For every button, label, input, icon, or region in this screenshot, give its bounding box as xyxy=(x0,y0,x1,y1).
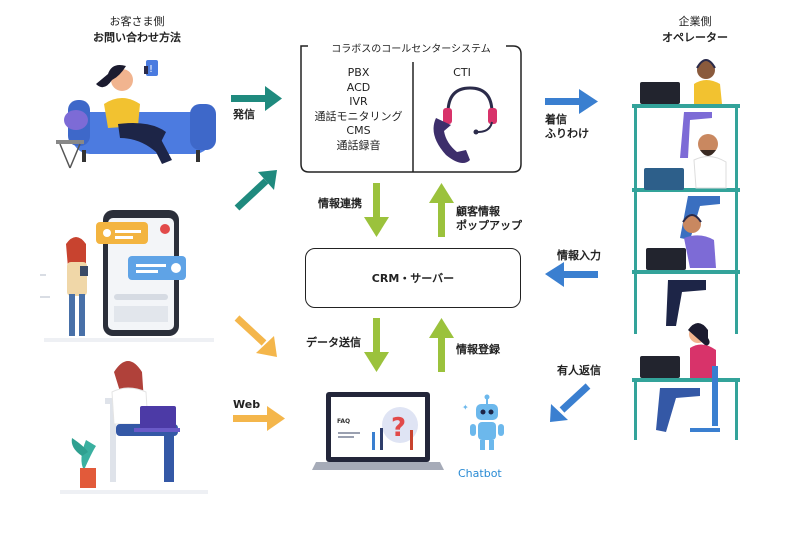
arrow-info-input xyxy=(545,262,598,287)
customer-side-title: お客さま側 お問い合わせ方法 xyxy=(82,14,192,46)
label-info-input: 情報入力 xyxy=(557,249,601,262)
feature-ivr: IVR xyxy=(349,95,368,108)
label-incoming-routing: 着信 ふりわけ xyxy=(545,113,589,141)
feature-acd: ACD xyxy=(346,80,371,94)
system-feature-list: PBX ACD IVR 通話モニタリング CMS 通話録音 xyxy=(306,66,411,153)
arrow-customer-popup xyxy=(429,183,454,237)
customer-on-sofa-illustration: ! xyxy=(56,60,216,169)
telephone-icon xyxy=(433,118,470,164)
feature-cms: CMS xyxy=(346,124,371,137)
laptop-user-illustration xyxy=(60,361,208,494)
arrow-incoming-routing xyxy=(545,89,598,114)
system-title-text: コラボスのコールセンターシステム xyxy=(327,44,495,55)
call-center-system-box xyxy=(300,45,522,173)
arrow-web xyxy=(233,406,285,431)
cti-label: CTI xyxy=(453,66,471,79)
svg-text:✦: ✦ xyxy=(462,403,469,412)
exclamation-icon: ! xyxy=(149,64,153,75)
smartphone-chat-illustration xyxy=(40,210,214,342)
feature-call-monitoring: 通話モニタリング xyxy=(314,109,403,123)
feature-call-recording: 通話録音 xyxy=(336,138,381,152)
company-title-line1: 企業側 xyxy=(678,15,712,28)
arrow-data-send xyxy=(364,318,389,372)
system-title: コラボスのコールセンターシステム xyxy=(301,40,521,55)
svg-text:?: ? xyxy=(391,413,406,443)
customer-title-line2: お問い合わせ方法 xyxy=(93,31,181,44)
arrow-to-faq-diagonal xyxy=(234,315,277,357)
label-human-reply: 有人返信 xyxy=(557,364,601,377)
arrow-outgoing xyxy=(231,86,282,111)
arrow-smartphone-diagonal xyxy=(234,170,277,211)
feature-pbx: PBX xyxy=(347,66,370,79)
customer-title-line1: お客さま側 xyxy=(109,15,165,28)
company-title-line2: オペレーター xyxy=(662,31,728,44)
operators-illustration xyxy=(632,59,740,440)
chatbot-label: Chatbot xyxy=(458,467,502,480)
label-data-send: データ送信 xyxy=(306,336,361,349)
label-popup-line2: ポップアップ xyxy=(456,219,522,232)
faq-laptop-illustration: ? xyxy=(312,392,444,490)
chatbot-robot-icon: ✦ xyxy=(462,394,504,450)
label-web: Web xyxy=(233,398,261,411)
headset-icon xyxy=(443,86,497,135)
label-popup-line1: 顧客情報 xyxy=(456,205,500,218)
label-info-link: 情報連携 xyxy=(318,197,362,210)
label-incoming-line2: ふりわけ xyxy=(545,127,589,140)
arrow-human-reply xyxy=(550,383,591,422)
crm-server-label: CRM・サーバー xyxy=(371,272,455,285)
label-incoming-line1: 着信 xyxy=(545,113,567,126)
label-customer-popup: 顧客情報 ポップアップ xyxy=(456,205,522,233)
crm-server-box: CRM・サーバー xyxy=(305,248,521,308)
label-outgoing: 発信 xyxy=(233,108,255,121)
company-side-title: 企業側 オペレーター xyxy=(640,14,750,46)
faq-label: FAQ xyxy=(337,418,351,425)
label-info-register: 情報登録 xyxy=(456,343,500,356)
arrow-info-register xyxy=(429,318,454,372)
arrow-info-link xyxy=(364,183,389,237)
